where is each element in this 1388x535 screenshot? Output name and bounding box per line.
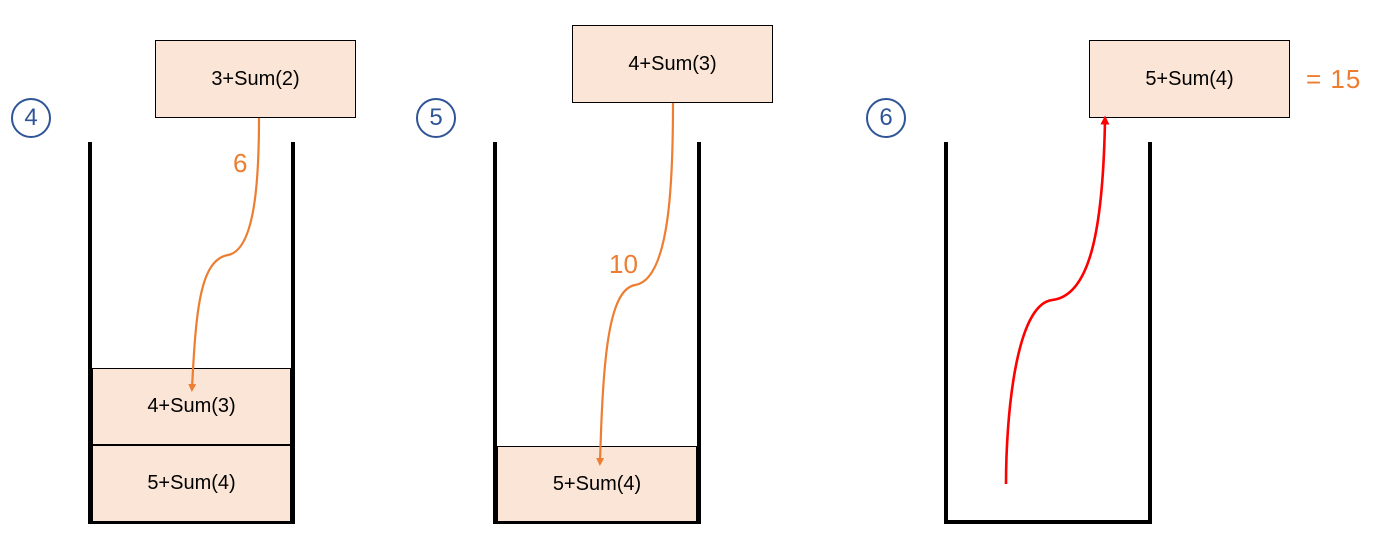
step-4-circle: 4: [11, 98, 51, 138]
panel4-return-value: 6: [233, 148, 248, 178]
step-6-circle: 6: [866, 98, 906, 138]
panel4-call-box: 3+Sum(2): [155, 40, 356, 118]
panel6-final-arrow: [1004, 115, 1110, 485]
step-5-circle: 5: [416, 98, 456, 138]
panel4-stack-item-top: 4+Sum(3): [92, 368, 291, 445]
panel5-call-box: 4+Sum(3): [572, 25, 773, 103]
panel5-return-value: 10: [609, 249, 638, 279]
panel5-return-arrow: [596, 102, 675, 466]
panel4-stack-item-bottom: 5+Sum(4): [92, 445, 291, 522]
panel6-call-box: 5+Sum(4): [1089, 40, 1290, 118]
panel6-result: = 15: [1306, 64, 1362, 94]
panel4-return-arrow: [188, 117, 261, 392]
